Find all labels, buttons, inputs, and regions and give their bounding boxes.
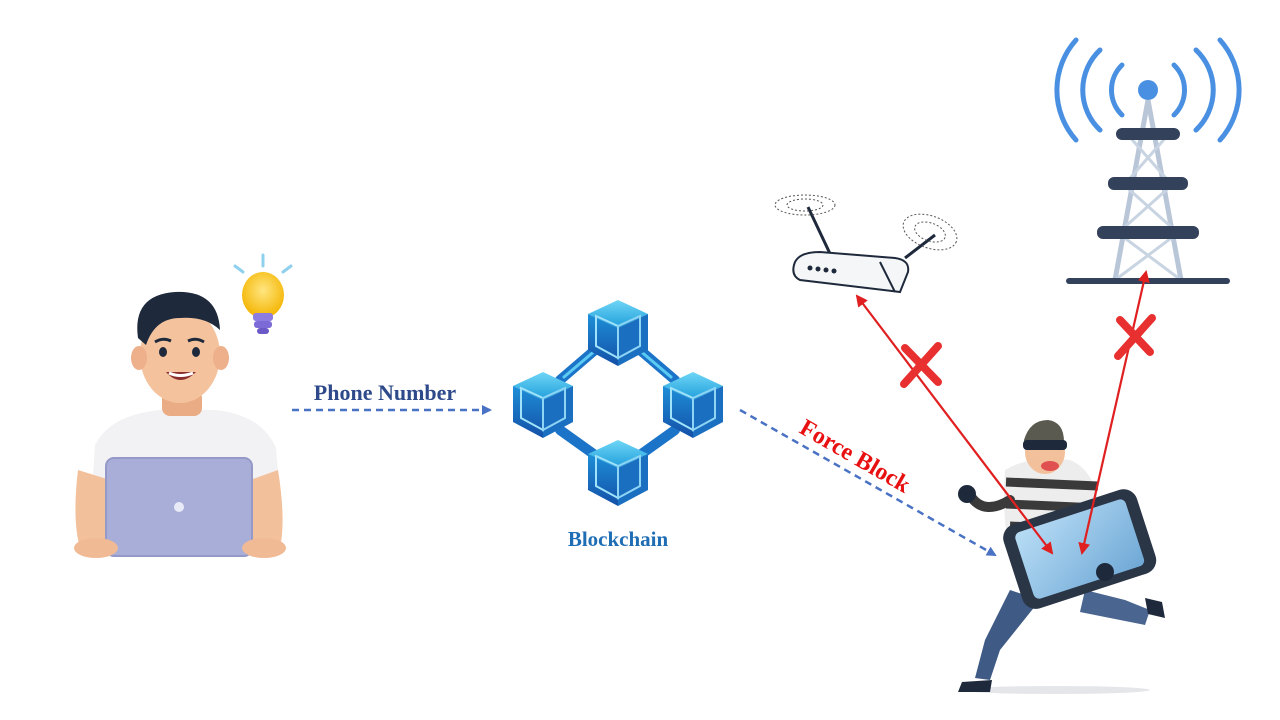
force-block-label: Force Block (795, 415, 915, 499)
tower-blocked-link (1078, 270, 1150, 555)
thief-with-phone (958, 420, 1165, 694)
blockchain-icon (512, 299, 724, 507)
router-blocked-x-icon (900, 342, 942, 388)
router-blocked-link (855, 294, 1054, 555)
wifi-router-icon (774, 194, 958, 294)
person-with-laptop (74, 291, 286, 558)
cell-tower-icon (1054, 37, 1242, 284)
force-block-arrow (739, 408, 997, 557)
lightbulb-icon (233, 253, 293, 334)
tower-blocked-x-icon (1114, 314, 1156, 360)
blockchain-label: Blockchain (568, 527, 669, 551)
phone-number-label: Phone Number (314, 380, 457, 405)
